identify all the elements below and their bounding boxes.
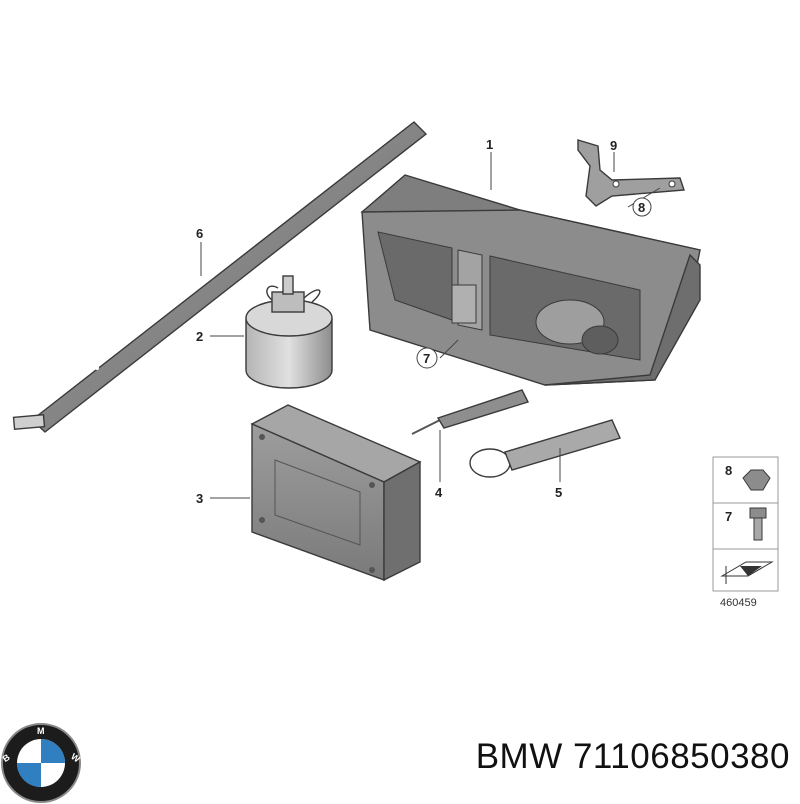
hardware-legend: 8 7 460459 (712, 456, 779, 609)
svg-text:B: B (1, 752, 12, 764)
callout-2: 2 (196, 329, 203, 344)
strap-part (12, 121, 428, 433)
caption-part-number: 71106850380 (572, 737, 790, 776)
callout-5: 5 (555, 485, 562, 500)
diagram-code: 460459 (720, 597, 757, 609)
legend-label-8: 8 (725, 463, 732, 478)
screwdriver-part (411, 389, 529, 435)
callout-8: 8 (638, 200, 645, 215)
callout-8-circle (632, 197, 652, 217)
callout-3: 3 (196, 491, 203, 506)
nut-icon (742, 469, 771, 491)
tool-tray-part (360, 174, 701, 386)
towing-eye-part (469, 419, 621, 478)
leader-lines (200, 152, 661, 499)
parts-diagram: 1 9 8 6 2 7 3 4 5 8 7 460459 (12, 121, 779, 609)
callout-7-circle (416, 347, 438, 369)
bracket-part (577, 139, 685, 207)
bmw-logo: B M W (1, 723, 82, 803)
part-caption: BMW 71106850380 (410, 737, 790, 777)
canister-part (245, 275, 333, 389)
callout-6: 6 (196, 226, 203, 241)
callout-1: 1 (486, 137, 493, 152)
legend-label-7: 7 (725, 509, 732, 524)
box-part (250, 404, 422, 582)
svg-text:M: M (37, 726, 45, 736)
bolt-icon (749, 507, 767, 541)
caption-brand: BMW (475, 737, 563, 776)
callout-9: 9 (610, 138, 617, 153)
callout-7: 7 (423, 351, 430, 366)
direction-arrow-icon (720, 561, 774, 584)
callout-4: 4 (435, 485, 443, 500)
